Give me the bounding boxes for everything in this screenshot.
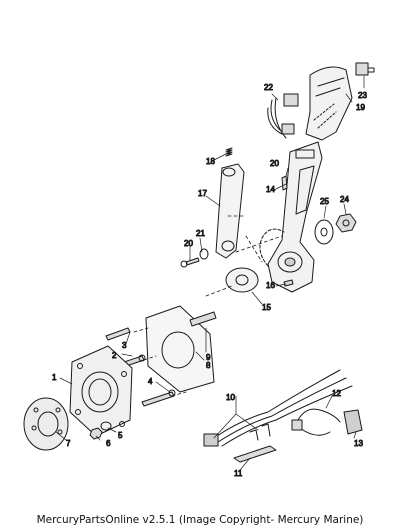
washer-part-21 [199,248,209,260]
wiring-harness-10 [203,369,353,447]
callout-1: 1 [52,373,57,382]
callout-4: 4 [148,377,153,386]
screw-part-16 [283,279,294,287]
tool-part-11 [233,445,277,463]
callout-10: 10 [226,393,235,402]
handle-cover-part [305,66,353,141]
callout-24: 24 [340,195,349,204]
switch-part-23 [355,62,375,76]
callout-11: 11 [234,469,243,478]
callout-9: 9 [206,353,211,362]
assembly-guide-lines [133,215,283,397]
mounting-housing-1 [69,345,133,437]
washer-part-25 [314,219,334,245]
harness-part-12 [291,408,341,436]
nut-part-24 [335,213,357,233]
callout-21: 21 [196,229,205,238]
callout-17: 17 [198,189,207,198]
callout-19: 19 [356,103,365,112]
callout-6: 6 [106,439,111,448]
callout-20a: 20 [270,159,279,168]
screw-part-20-upper [281,175,288,191]
callout-5: 5 [118,431,123,440]
washer-part-5 [100,421,112,431]
callout-20b: 20 [184,239,193,248]
plate-part-9 [189,311,217,327]
trim-ring-7 [23,397,69,451]
connector-part-13 [343,409,363,435]
wiring-harness-22 [267,93,299,139]
callout-8: 8 [206,361,211,370]
callout-13: 13 [354,439,363,448]
bolt-part-3 [105,327,131,341]
callout-18: 18 [206,157,215,166]
callout-16: 16 [266,281,275,290]
callout-3: 3 [122,341,127,350]
callout-7: 7 [66,439,71,448]
spring-part-18 [225,147,233,157]
gasket-part-8 [145,305,215,393]
callout-2: 2 [112,351,117,360]
nut-part-6 [89,427,103,440]
callout-15: 15 [262,303,271,312]
callout-23: 23 [358,91,367,100]
lever-arm-17 [215,163,245,259]
leader-lines [55,75,365,471]
callout-14: 14 [266,185,275,194]
copyright-caption: MercuryPartsOnline v2.5.1 (Image Copyrig… [36,514,364,526]
friction-disc-15 [225,267,259,293]
control-housing-14 [259,141,323,293]
screw-part-20-lower [180,257,200,268]
callout-22: 22 [264,83,273,92]
callout-25: 25 [320,197,329,206]
callout-12: 12 [332,389,341,398]
bolt-part-4 [141,389,176,407]
